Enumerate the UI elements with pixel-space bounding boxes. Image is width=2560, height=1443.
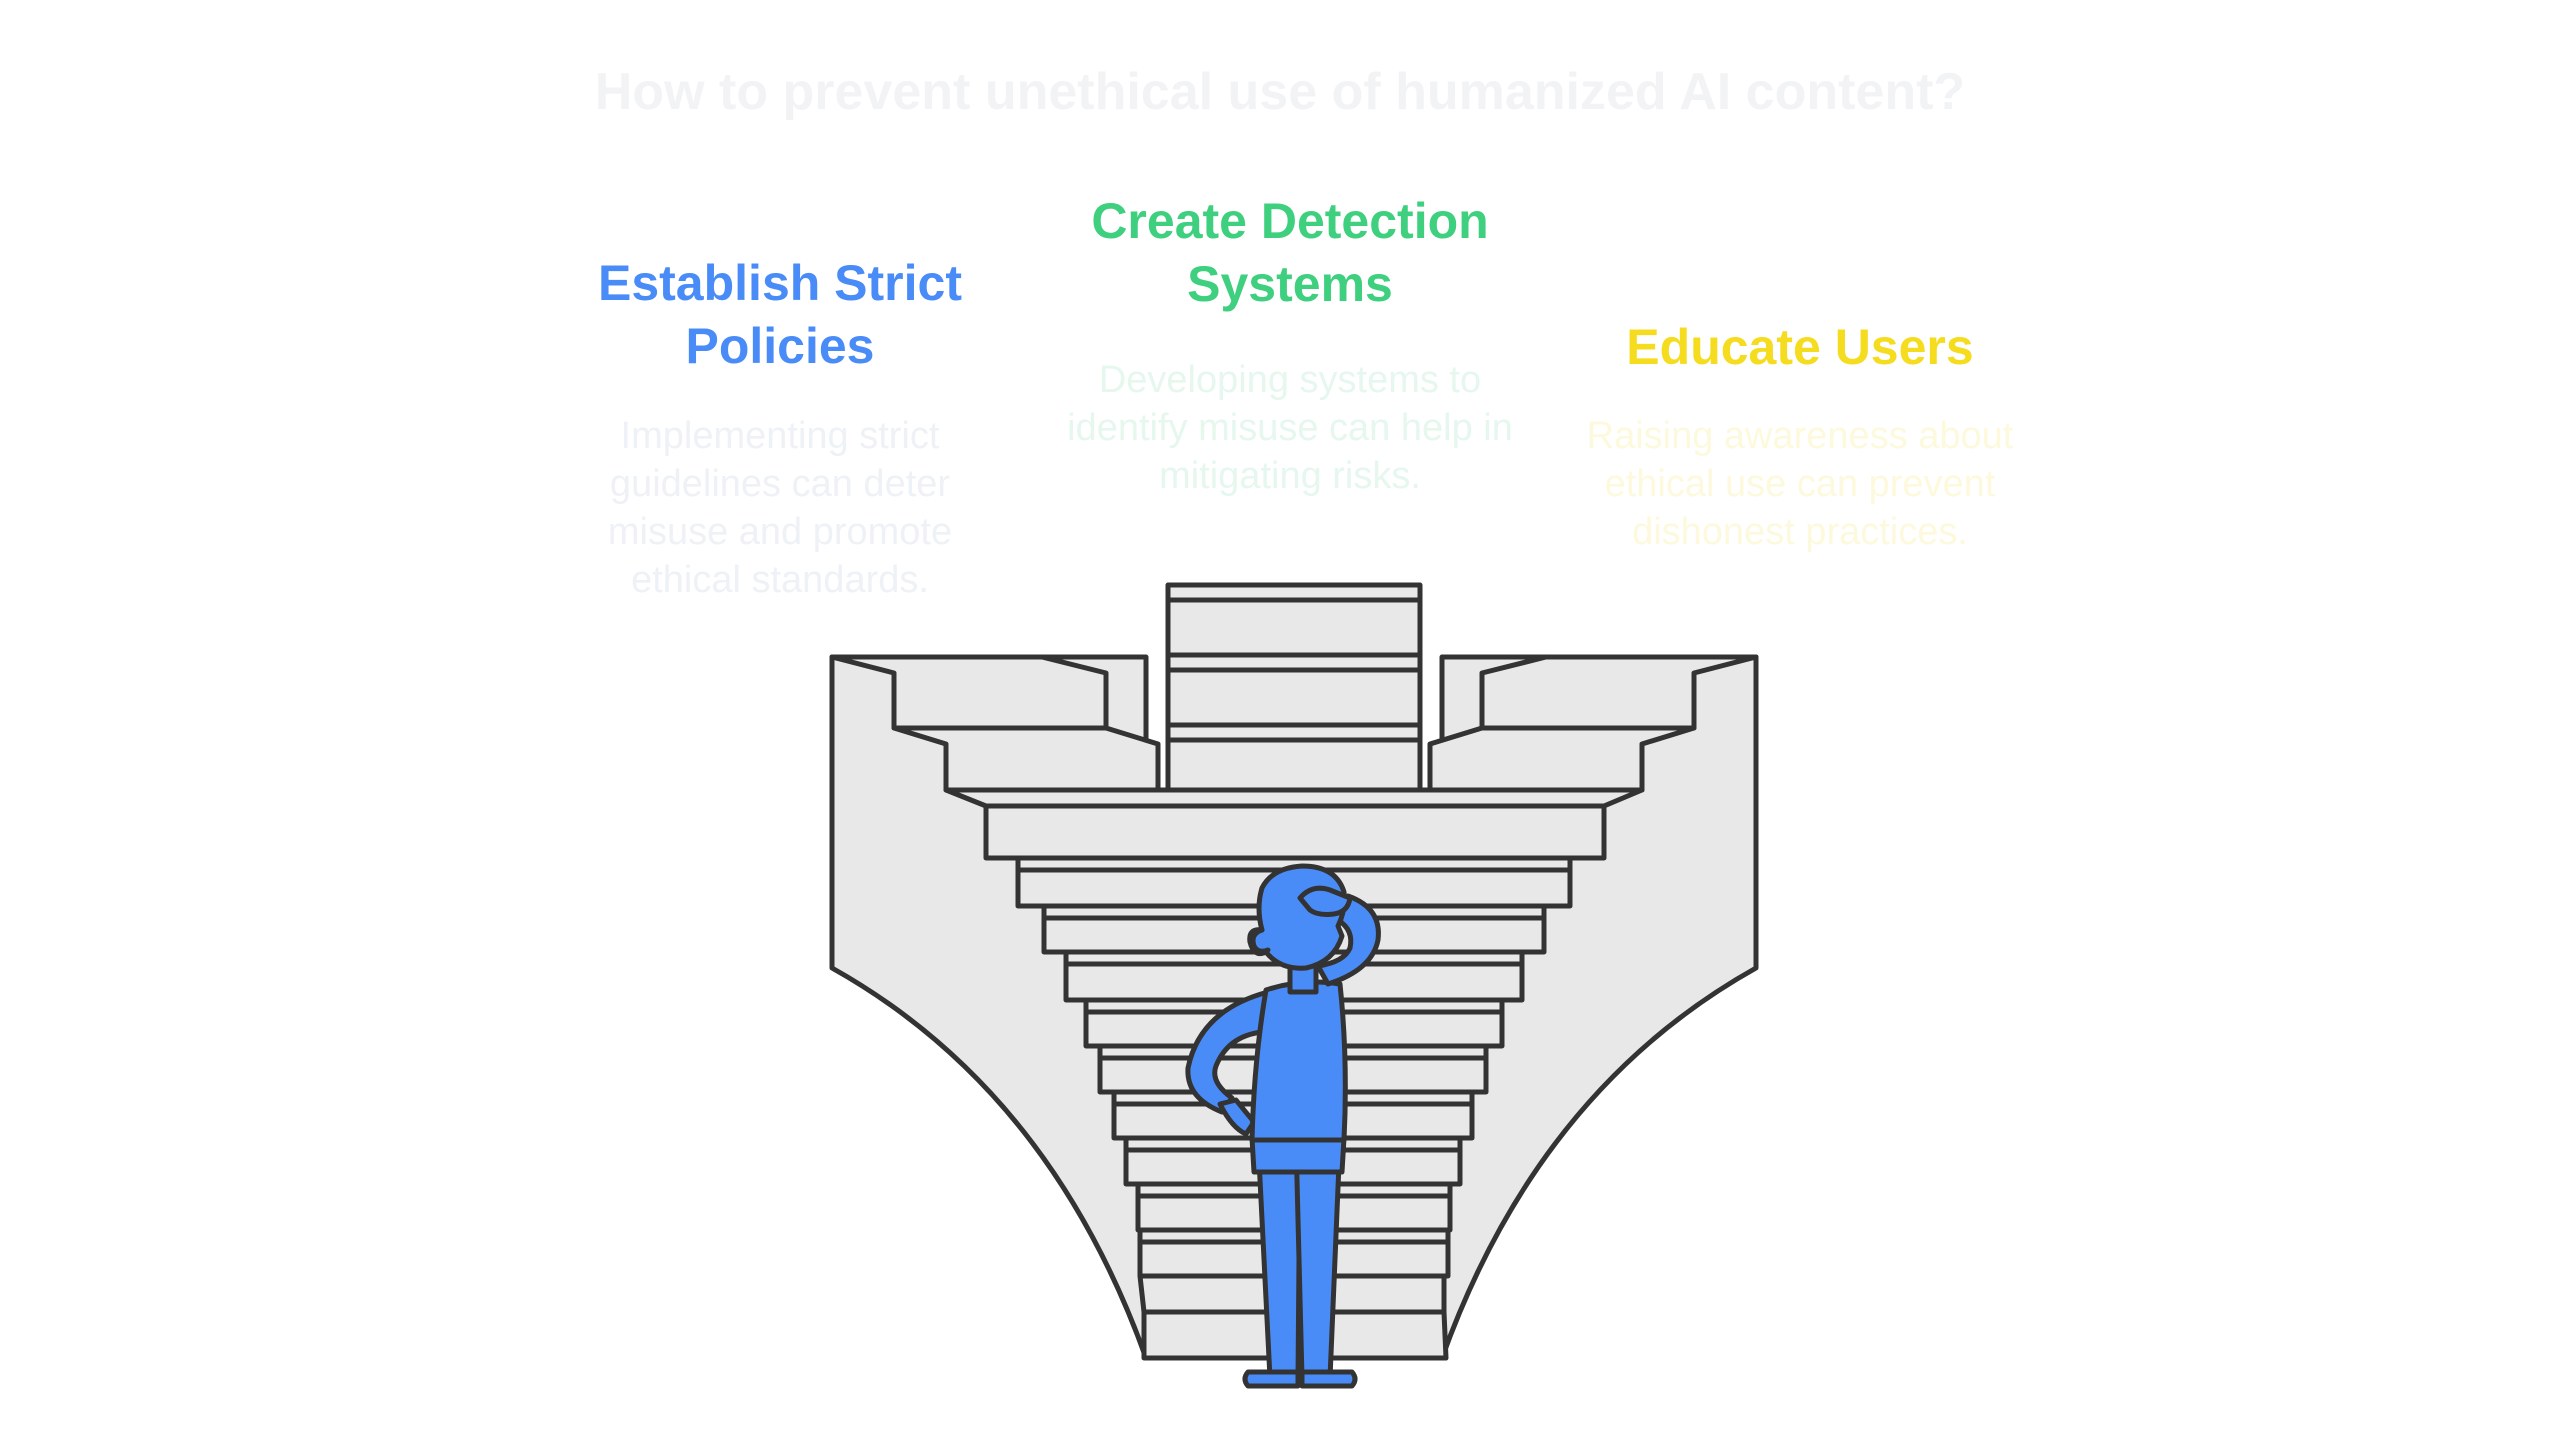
person-torso: [1249, 979, 1348, 1143]
person-right-leg: [1293, 1137, 1343, 1381]
center-tower: [1165, 582, 1423, 793]
person-left-arm: [1185, 989, 1271, 1115]
option-heading-educate-users: Educate Users: [1626, 319, 1974, 375]
person-left-shoe: [1242, 1369, 1301, 1389]
person-ear: [1250, 927, 1271, 954]
option-description-establish-strict-policies: Implementing strict guidelines can deter…: [607, 415, 953, 601]
person-hips: [1249, 1135, 1347, 1175]
option-heading-create-detection-systems: Create Detection Systems: [1091, 193, 1489, 312]
person-right-hand: [1297, 885, 1353, 917]
option-description-create-detection-systems: Developing systems to identify misuse ca…: [1067, 359, 1513, 497]
person-thinking-icon: [1185, 863, 1381, 1389]
person-right-shoe: [1299, 1369, 1358, 1389]
page-title: How to prevent unethical use of humanize…: [594, 63, 1966, 121]
option-heading-establish-strict-policies: Establish Strict Policies: [598, 255, 962, 374]
option-description-educate-users: Raising awareness about ethical use can …: [1586, 415, 2014, 553]
